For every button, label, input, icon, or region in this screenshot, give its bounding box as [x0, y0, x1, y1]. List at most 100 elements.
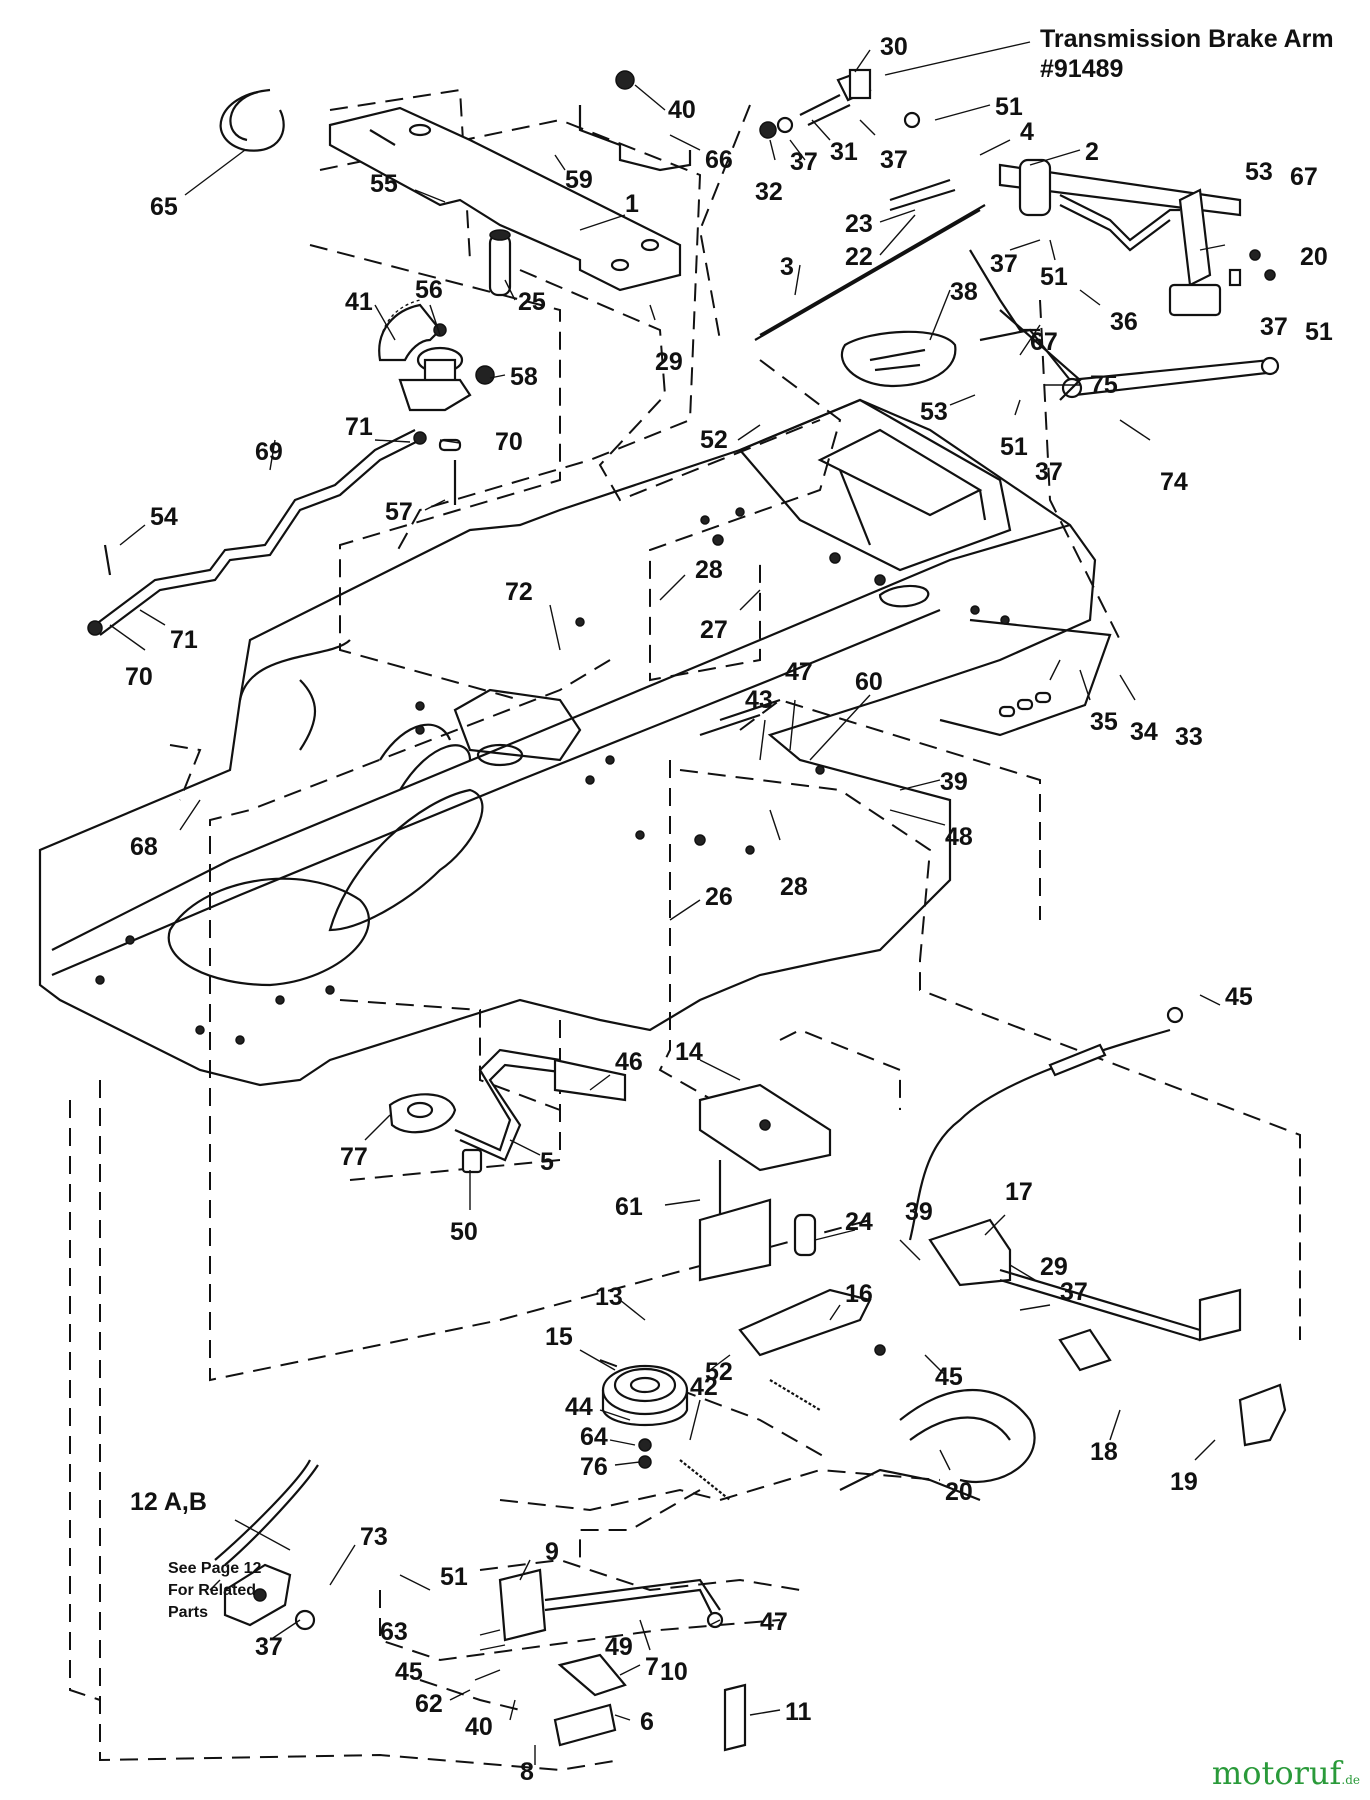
callout-66: 66	[705, 146, 733, 174]
callout-25: 25	[518, 288, 546, 316]
seat-bracket-1	[328, 106, 682, 292]
callout-13: 13	[595, 1283, 623, 1311]
callout-22: 22	[845, 243, 873, 271]
callout-49: 49	[605, 1633, 633, 1661]
callout-36: 36	[1110, 308, 1138, 336]
callout-74: 74	[1160, 468, 1188, 496]
callout-62: 62	[415, 1690, 443, 1718]
callout-7: 7	[645, 1653, 659, 1681]
watermark-suffix: .de	[1341, 1773, 1360, 1787]
callout-42: 42	[690, 1373, 718, 1401]
callout-77: 77	[340, 1143, 368, 1171]
pivot-pin-25	[488, 229, 512, 297]
callout-58: 58	[510, 363, 538, 391]
callout-46: 46	[615, 1048, 643, 1076]
callout-37c: 37	[990, 250, 1018, 278]
callout-6: 6	[640, 1708, 654, 1736]
callout-52a: 52	[700, 426, 728, 454]
brake-spring-42	[679, 1288, 886, 1501]
callout-43: 43	[745, 686, 773, 714]
gear-sector-41	[378, 299, 495, 412]
note-line-3: Parts	[168, 1604, 209, 1621]
callout-27: 27	[700, 616, 728, 644]
note-line-1: See Page 12	[168, 1560, 262, 1577]
shift-rod-12	[214, 1459, 319, 1631]
callout-32: 32	[755, 178, 783, 206]
callout-26: 26	[705, 883, 733, 911]
callout-53b: 53	[920, 398, 948, 426]
callout-72: 72	[505, 578, 533, 606]
callout-60: 60	[855, 668, 883, 696]
callout-70b: 70	[125, 663, 153, 691]
callout-8: 8	[520, 1758, 534, 1786]
callout-23: 23	[845, 210, 873, 238]
callout-24: 24	[845, 1208, 873, 1236]
callout-40: 40	[668, 96, 696, 124]
callout-41: 41	[345, 288, 373, 316]
callout-16: 16	[845, 1280, 873, 1308]
callout-3: 3	[780, 253, 794, 281]
callout-54: 54	[150, 503, 178, 531]
callout-37b: 37	[880, 146, 908, 174]
callout-37d: 37	[1260, 313, 1288, 341]
callout-65: 65	[150, 193, 178, 221]
callout-44: 44	[565, 1393, 593, 1421]
callout-71b: 71	[170, 626, 198, 654]
callout-68: 68	[130, 833, 158, 861]
callout-52b: 52	[705, 1358, 733, 1386]
callout-67a: 67	[1290, 163, 1318, 191]
callout-28a: 28	[695, 556, 723, 584]
callout-2: 2	[1085, 138, 1099, 166]
note-line-2: For Related	[168, 1582, 257, 1599]
callout-56: 56	[415, 276, 443, 304]
brake-rod-18	[928, 1218, 1287, 1447]
callout-17: 17	[1005, 1178, 1033, 1206]
callout-37e: 37	[1035, 458, 1063, 486]
callout-63: 63	[380, 1618, 408, 1646]
callout-47b: 47	[760, 1608, 788, 1636]
belt-guide-20	[839, 1389, 1036, 1502]
callout-69: 69	[255, 438, 283, 466]
callout-45c: 45	[395, 1658, 423, 1686]
callout-51d: 51	[1000, 433, 1028, 461]
callout-51a: 51	[995, 93, 1023, 121]
callout-39b: 39	[905, 1198, 933, 1226]
callout-1: 1	[625, 190, 639, 218]
frame-holes	[95, 507, 1010, 1045]
callout-57: 57	[385, 498, 413, 526]
callout-37g: 37	[255, 1633, 283, 1661]
callout-47a: 47	[785, 658, 813, 686]
callout-51b: 51	[1040, 263, 1068, 291]
cable-45	[908, 1006, 1184, 1241]
leader-lines	[109, 41, 1226, 1765]
callout-40b: 40	[465, 1713, 493, 1741]
callout-55: 55	[370, 170, 398, 198]
callout-19: 19	[1170, 1468, 1198, 1496]
callout-37a: 37	[790, 148, 818, 176]
clutch-bracket-9	[498, 1568, 747, 1752]
callout-4: 4	[1020, 118, 1034, 146]
callout-48: 48	[945, 823, 973, 851]
callout-38: 38	[950, 278, 978, 306]
callout-11: 11	[785, 1698, 812, 1726]
callout-15: 15	[545, 1323, 573, 1351]
callout-35: 35	[1090, 708, 1118, 736]
callout-31: 31	[830, 138, 858, 166]
related-parts-note: See Page 12 For Related Parts	[168, 1558, 308, 1624]
callout-12ab: 12 A,B	[130, 1488, 207, 1516]
bracket-14	[698, 1083, 832, 1282]
callout-64: 64	[580, 1423, 608, 1451]
callout-10: 10	[660, 1658, 688, 1686]
callout-14: 14	[675, 1038, 703, 1066]
callout-51e2: 51	[1305, 318, 1333, 346]
callout-34: 34	[1130, 718, 1158, 746]
spring-rod-66	[578, 70, 692, 172]
callout-73: 73	[360, 1523, 388, 1551]
callout-5: 5	[540, 1148, 554, 1176]
callout-20b: 20	[945, 1478, 973, 1506]
callout-29a: 29	[655, 348, 683, 376]
callout-67b: 67	[1030, 328, 1058, 356]
idler-pulley-15	[601, 1364, 689, 1469]
callout-76: 76	[580, 1453, 608, 1481]
